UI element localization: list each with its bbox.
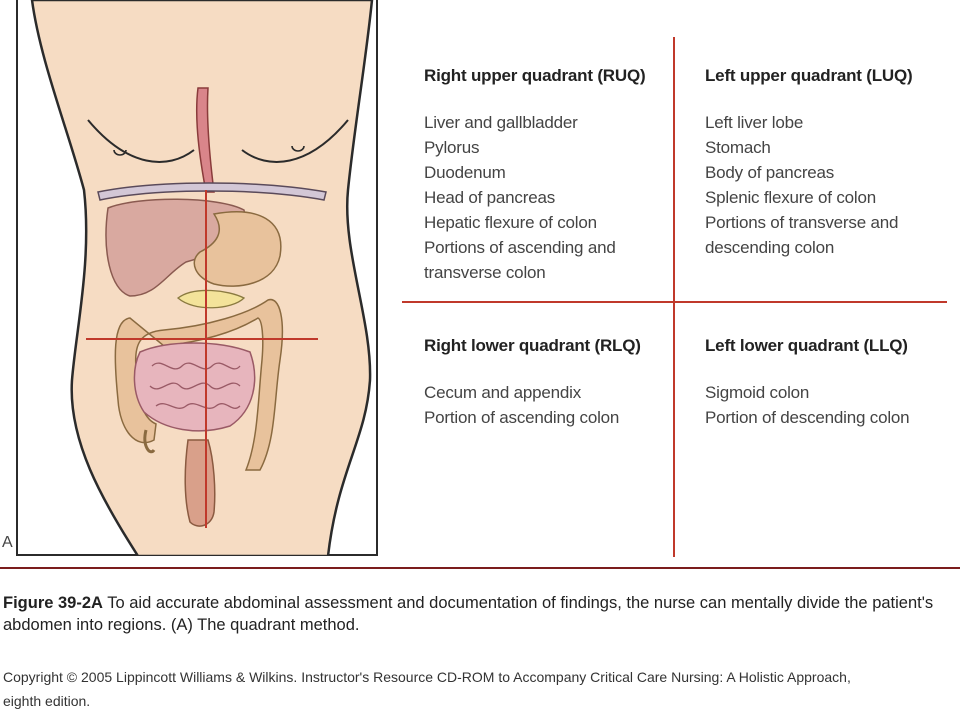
quadrant-llq: Left lower quadrant (LLQ) Sigmoid colon … xyxy=(705,336,910,430)
copyright-line: Copyright © 2005 Lippincott Williams & W… xyxy=(3,669,851,685)
quadrant-title: Left lower quadrant (LLQ) xyxy=(705,336,908,355)
esophagus xyxy=(195,87,215,193)
nipple-right xyxy=(113,149,127,156)
figure-label: Figure 39-2A xyxy=(3,594,103,612)
copyright-line: eighth edition. xyxy=(3,693,91,709)
organ-item: Cecum and appendix xyxy=(424,383,582,402)
organ-item: Portions of ascending and xyxy=(424,238,616,257)
organ-item: Portion of descending colon xyxy=(705,408,910,427)
colon-shape xyxy=(114,298,284,471)
quadrant-luq: Left upper quadrant (LUQ) Left liver lob… xyxy=(705,66,913,260)
quadrant-title: Right lower quadrant (RLQ) xyxy=(424,336,641,355)
quadrant-divider-horizontal xyxy=(402,301,947,303)
organ-item: Portions of transverse and xyxy=(705,213,899,232)
rectum-shape xyxy=(184,439,216,527)
organ-item: Hepatic flexure of colon xyxy=(424,213,597,232)
appendix-shape xyxy=(143,429,156,454)
organ-list: Left liver lobe Stomach Body of pancreas… xyxy=(705,110,912,260)
quadrant-title: Right upper quadrant (RUQ) xyxy=(424,66,646,85)
liver-shape xyxy=(105,198,246,297)
quadrant-ruq: Right upper quadrant (RUQ) Liver and gal… xyxy=(424,66,646,285)
copyright-notice: Copyright © 2005 Lippincott Williams & W… xyxy=(3,665,953,713)
organ-item: transverse colon xyxy=(424,263,546,282)
organ-list: Cecum and appendix Portion of ascending … xyxy=(424,380,641,430)
organ-item: descending colon xyxy=(705,238,835,257)
torso-drawing xyxy=(30,0,374,556)
quadrant-rlq: Right lower quadrant (RLQ) Cecum and app… xyxy=(424,336,641,430)
organ-item: Splenic flexure of colon xyxy=(705,188,876,207)
caption-divider xyxy=(0,567,960,569)
organ-item: Body of pancreas xyxy=(705,163,835,182)
organ-item: Portion of ascending colon xyxy=(424,408,620,427)
organ-item: Liver and gallbladder xyxy=(424,113,578,132)
anatomy-illustration xyxy=(16,0,378,556)
organ-item: Sigmoid colon xyxy=(705,383,810,402)
caption-text: To aid accurate abdominal assessment and… xyxy=(3,594,934,634)
organ-item: Duodenum xyxy=(424,163,506,182)
quadrant-title: Left upper quadrant (LUQ) xyxy=(705,66,913,85)
organ-item: Left liver lobe xyxy=(705,113,804,132)
quadrant-divider-vertical xyxy=(673,37,675,557)
organ-item: Pylorus xyxy=(424,138,480,157)
panel-letter: A xyxy=(2,534,13,551)
diaphragm-band xyxy=(97,182,327,201)
organ-item: Head of pancreas xyxy=(424,188,555,207)
figure-caption: Figure 39-2A To aid accurate abdominal a… xyxy=(3,592,953,636)
organ-list: Liver and gallbladder Pylorus Duodenum H… xyxy=(424,110,645,285)
organ-item: Stomach xyxy=(705,138,771,157)
nipple-left xyxy=(291,145,305,152)
organ-list: Sigmoid colon Portion of descending colo… xyxy=(705,380,910,430)
stomach-shape xyxy=(193,211,282,287)
pancreas-shape xyxy=(176,289,246,309)
